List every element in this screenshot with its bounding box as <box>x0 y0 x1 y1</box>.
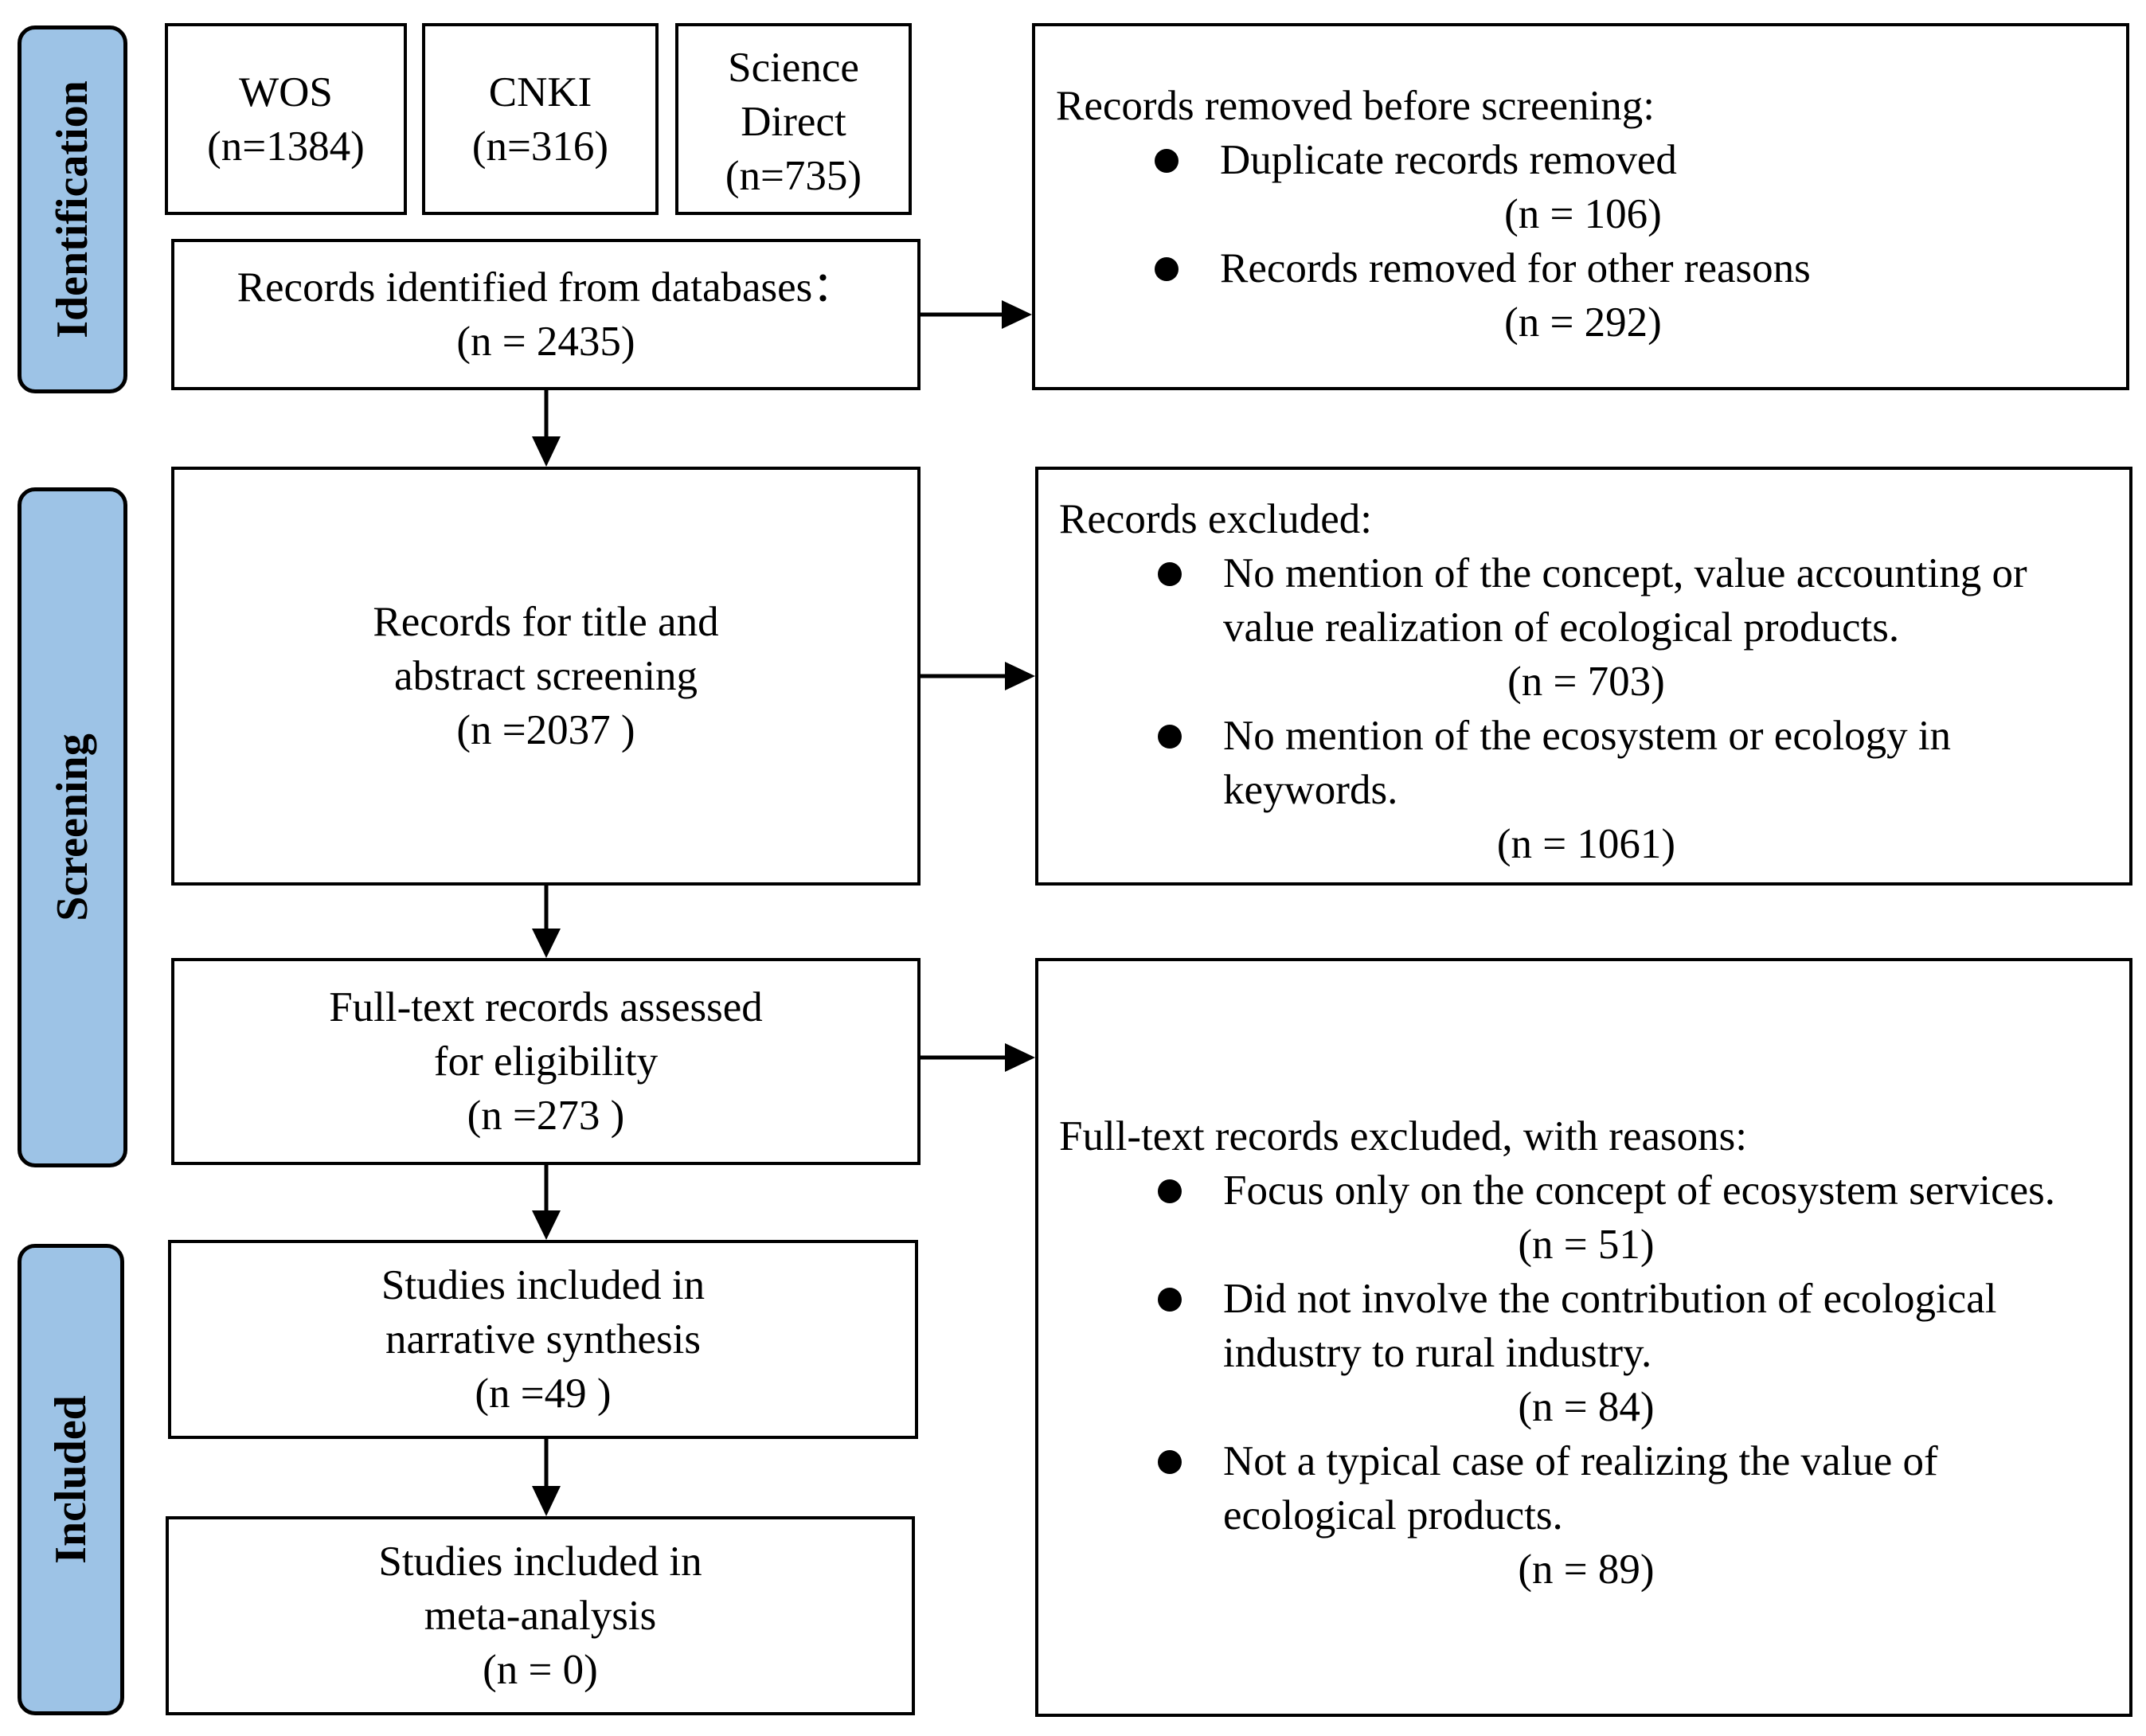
records-removed-item-text: Duplicate records removed <box>1220 137 1677 183</box>
source-wos-name: WOS <box>239 68 333 115</box>
fulltext-excluded-item-text: Did not involve the contribution of ecol… <box>1223 1276 1997 1376</box>
records-removed-item: Records removed for other reasons <box>1056 241 2110 295</box>
records-identified-box: Records identified from databases： (n = … <box>171 239 921 390</box>
fulltext-line2: for eligibility <box>433 1038 659 1085</box>
bullet-icon <box>1155 257 1179 281</box>
source-sciencedirect-count: (n=735) <box>725 153 862 199</box>
fulltext-excluded-heading: Full-text records excluded, with reasons… <box>1059 1113 1747 1159</box>
fulltext-excluded-item: Not a typical case of realizing the valu… <box>1059 1434 2113 1542</box>
arrowhead-right <box>1002 300 1032 329</box>
fulltext-excluded-item: Focus only on the concept of ecosystem s… <box>1059 1163 2113 1218</box>
records-excluded-item-count: (n = 1061) <box>1496 821 1676 867</box>
records-removed-item: Duplicate records removed <box>1056 133 2110 187</box>
screening-line1: Records for title and <box>373 599 719 645</box>
records-excluded-item: No mention of the concept, value account… <box>1059 546 2113 655</box>
source-sciencedirect-box: Science Direct (n=735) <box>675 23 912 215</box>
records-identified-count: (n = 2435) <box>456 319 635 365</box>
records-excluded-item-text: No mention of the concept, value account… <box>1223 550 2027 651</box>
screening-line2: abstract screening <box>393 653 698 699</box>
fulltext-excluded-box: Full-text records excluded, with reasons… <box>1035 958 2132 1717</box>
bullet-icon <box>1158 1288 1182 1312</box>
source-cnki-count: (n=316) <box>471 123 609 170</box>
fulltext-assessed-box: Full-text records assessed for eligibili… <box>171 958 921 1165</box>
records-excluded-item-count: (n = 703) <box>1507 659 1665 705</box>
records-removed-item-count: (n = 292) <box>1504 299 1662 346</box>
phase-screening: Screening <box>18 487 127 1167</box>
records-excluded-item-text: No mention of the ecosystem or ecology i… <box>1223 713 1952 813</box>
narrative-line1: Studies included in <box>381 1262 706 1308</box>
phase-included: Included <box>18 1244 124 1715</box>
records-removed-box: Records removed before screening: Duplic… <box>1032 23 2129 390</box>
phase-identification: Identification <box>18 25 127 393</box>
source-wos-count: (n=1384) <box>207 123 365 170</box>
bullet-icon <box>1158 562 1182 586</box>
arrowhead-down <box>532 929 561 958</box>
records-excluded-item: No mention of the ecosystem or ecology i… <box>1059 709 2113 817</box>
records-removed-item-text: Records removed for other reasons <box>1220 245 1811 291</box>
bullet-icon <box>1155 149 1179 173</box>
fulltext-excluded-item-count: (n = 84) <box>1518 1384 1655 1430</box>
source-wos-box: WOS (n=1384) <box>165 23 407 215</box>
meta-line2: meta-analysis <box>424 1593 657 1639</box>
narrative-line2: narrative synthesis <box>385 1316 701 1363</box>
records-excluded-box: Records excluded: No mention of the conc… <box>1035 467 2132 886</box>
source-sciencedirect-name-line2: Direct <box>741 99 846 145</box>
arrowhead-down <box>532 436 561 467</box>
bullet-icon <box>1158 725 1182 749</box>
arrowhead-right <box>1005 1043 1035 1072</box>
records-excluded-heading: Records excluded: <box>1059 496 1372 542</box>
screening-count: (n =2037 ) <box>456 707 635 753</box>
fulltext-excluded-item-text: Focus only on the concept of ecosystem s… <box>1223 1167 2056 1214</box>
source-sciencedirect-name-line1: Science <box>728 45 859 91</box>
meta-line1: Studies included in <box>378 1539 702 1585</box>
bullet-icon <box>1158 1450 1182 1474</box>
narrative-synthesis-box: Studies included in narrative synthesis … <box>168 1240 918 1439</box>
fulltext-count: (n =273 ) <box>467 1093 625 1139</box>
arrowhead-down <box>532 1486 561 1516</box>
records-identified-label: Records identified from databases： <box>236 264 855 311</box>
fulltext-excluded-item-text: Not a typical case of realizing the valu… <box>1223 1438 1938 1539</box>
title-abstract-screening-box: Records for title and abstract screening… <box>171 467 921 886</box>
meta-count: (n = 0) <box>483 1647 598 1693</box>
arrowhead-down <box>532 1210 561 1240</box>
meta-analysis-box: Studies included in meta-analysis (n = 0… <box>166 1516 915 1715</box>
source-cnki-name: CNKI <box>488 68 592 115</box>
fulltext-excluded-item: Did not involve the contribution of ecol… <box>1059 1272 2113 1380</box>
records-removed-item-count: (n = 106) <box>1504 191 1662 237</box>
records-removed-heading: Records removed before screening: <box>1056 83 1655 129</box>
fulltext-excluded-item-count: (n = 89) <box>1518 1546 1655 1593</box>
arrowhead-right <box>1005 662 1035 690</box>
source-cnki-box: CNKI (n=316) <box>422 23 659 215</box>
fulltext-line1: Full-text records assessed <box>329 984 763 1030</box>
bullet-icon <box>1158 1179 1182 1203</box>
narrative-count: (n =49 ) <box>475 1370 612 1417</box>
fulltext-excluded-item-count: (n = 51) <box>1518 1222 1655 1268</box>
